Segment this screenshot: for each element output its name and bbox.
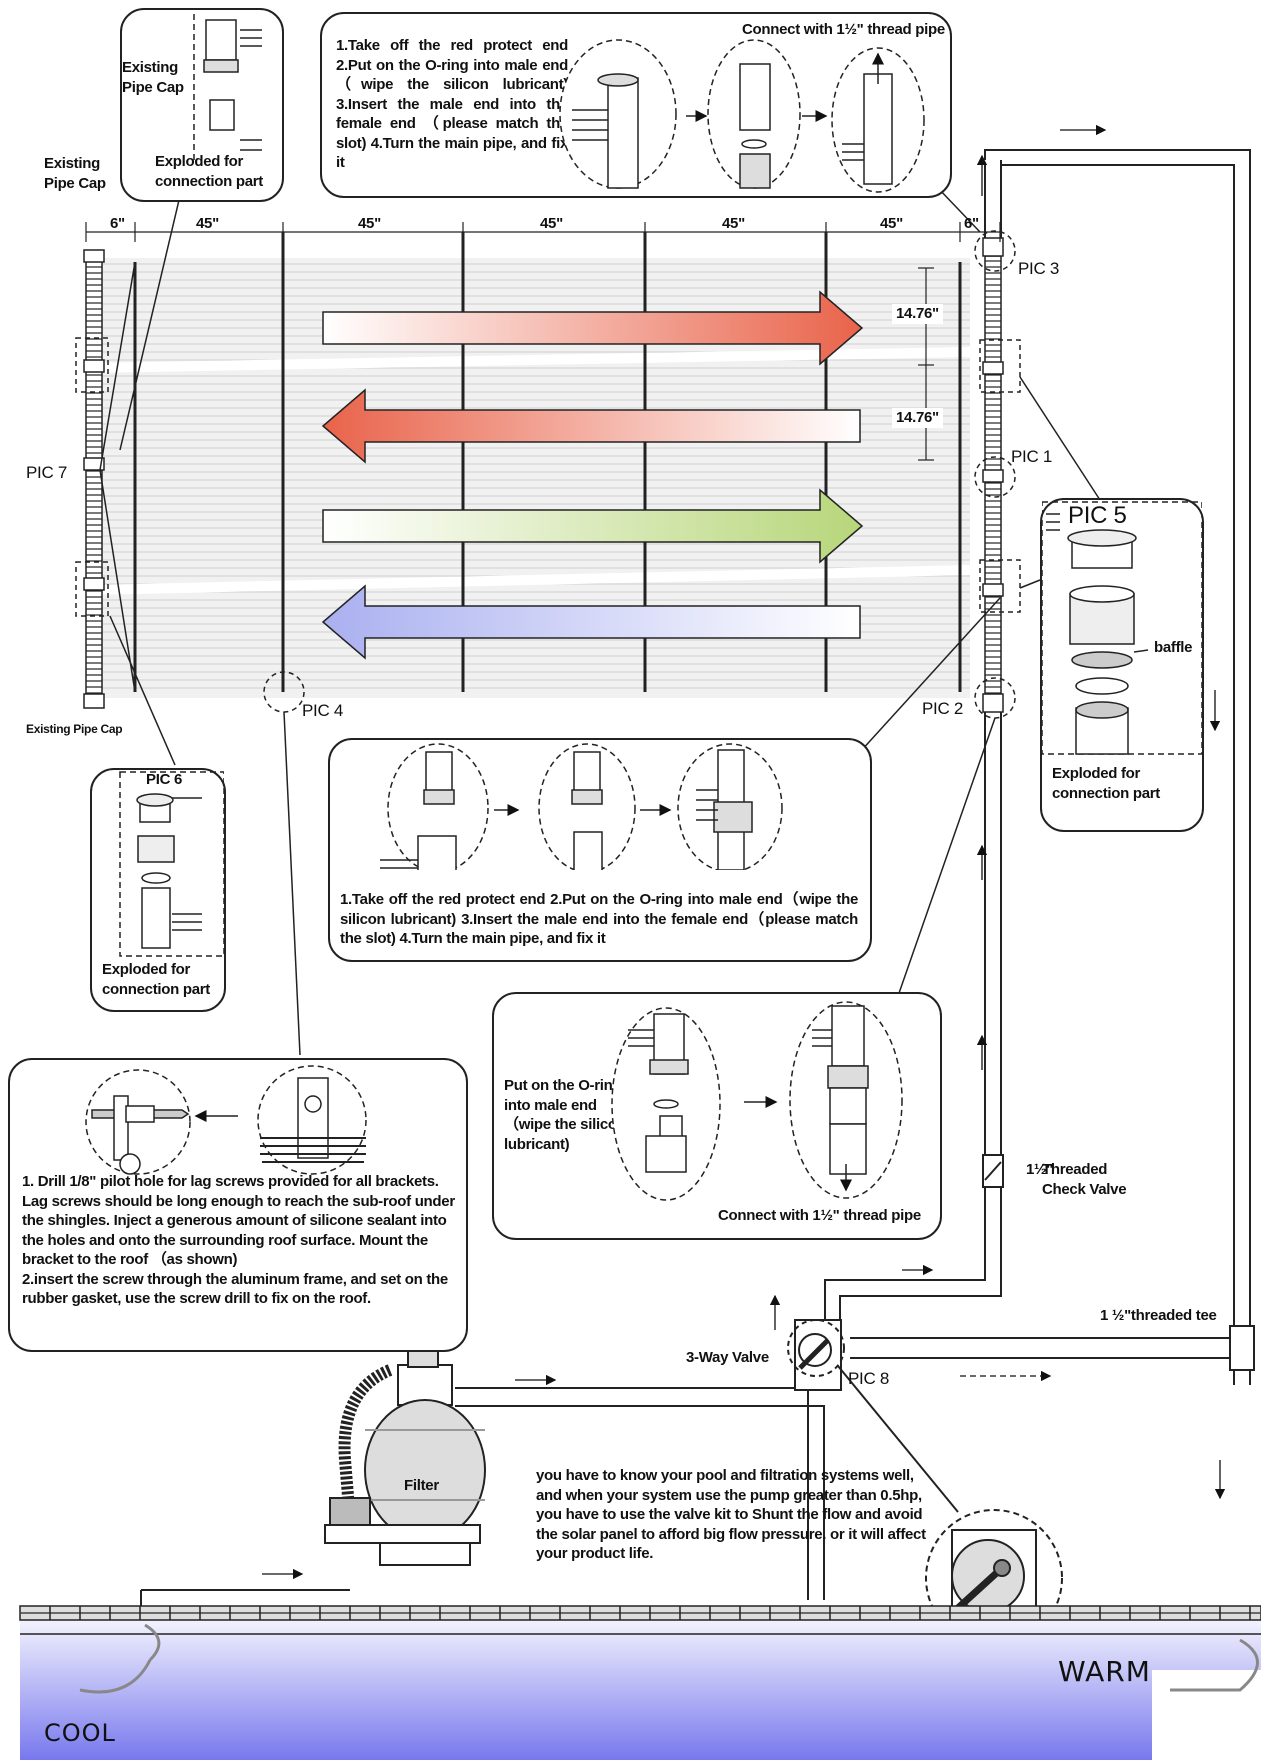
pic1-callout: 1.Take off the red protect end 2.Put on … [328,738,872,962]
spacing-label-4: 45" [722,215,745,232]
pic3-label: PIC 3 [1018,259,1060,278]
pic3-callout: 1.Take off the red protect end 2.Put on … [320,12,952,198]
pic7-marker-top [75,337,109,393]
filter-pump [324,1323,486,1566]
pic2-oring-text: Put on the O-ring into male end（wipe the… [504,1077,626,1153]
warm-label: WARM [1058,1655,1151,1688]
pic1-steps: 1.Take off the red protect end 2.Put on … [340,891,858,947]
pic8-label: PIC 8 [848,1369,890,1388]
pic5-marker-top [979,339,1021,393]
right-header-pipe [982,237,1004,713]
pic2-connect-label: Connect with 1½" thread pipe [718,1207,921,1224]
warm-arrow [1170,1638,1259,1692]
pic4-bracket-illustration [85,1065,367,1175]
exploded-pic5-label: Exploded for connection part [1052,765,1161,802]
pic2-callout: Put on the O-ring into male end（wipe the… [492,992,942,1240]
valve-note: you have to know your pool and filtratio… [536,1467,926,1562]
pic7-label: PIC 7 [26,463,68,482]
exploded-top-label: Exploded for connection part [155,153,264,190]
pic5-label: PIC 5 [1068,502,1127,529]
pic6-exploded-illustration [119,771,224,957]
exploded-pic6-label: Exploded for connection part [102,961,211,998]
existing-pipe-cap-left-label: Existing Pipe Cap [44,155,106,192]
pic4-steps: 1. Drill 1/8" pilot hole for lag screws … [22,1173,455,1307]
pic3-steps: 1.Take off the red protect end 2.Put on … [336,37,568,171]
pic5-marker-bottom [979,559,1021,613]
pool [19,1605,1261,1760]
filter-label: Filter [404,1477,439,1494]
baffle-label: baffle [1154,639,1193,656]
solar-panel [75,222,1021,719]
pic3-marker [974,230,1016,272]
pic4-callout: 1. Drill 1/8" pilot hole for lag screws … [8,1058,468,1352]
spacing-label-2: 45" [358,215,381,232]
threaded-tee-label: 1 ½"threaded tee [1100,1307,1217,1324]
cool-arrow [79,1623,161,1694]
pic7-marker-bottom [75,561,109,617]
spacing-label-1: 45" [196,215,219,232]
height-label-1: 14.76" [892,304,943,324]
pic5-callout: PIC 5 baffle Exploded for connection par… [1040,498,1204,832]
cool-label: COOL [44,1719,116,1747]
three-way-valve [787,1319,845,1391]
threaded-tee [1229,1325,1255,1371]
existing-pipe-cap-bottom-label: Existing Pipe Cap [26,722,123,736]
height-label-2: 14.76" [892,408,943,428]
spacing-label-5: 45" [880,215,903,232]
pic6-label: PIC 6 [146,771,183,788]
pic6-callout: PIC 6 Exploded for connection part [90,768,226,1012]
support-straps [99,232,962,693]
existing-pipe-cap-top-label: Existing Pipe Cap [122,59,184,96]
flow-arrow-1 [322,290,864,366]
check-valve-label: Threaded Check Valve [1042,1161,1127,1198]
pic5-exploded-illustration [1042,501,1202,755]
pic3-connect-label: Connect with 1½" thread pipe [742,21,945,38]
flow-direction-arrows [262,124,1226,1580]
flow-arrow-2 [321,388,861,464]
pic2-illustration [611,1001,903,1201]
pic4-label: PIC 4 [302,701,344,720]
flow-arrow-3 [322,488,864,564]
pic1-marker [974,456,1016,498]
check-valve-size: 1½" [1026,1161,1054,1178]
three-way-valve-label: 3-Way Valve [686,1349,769,1366]
pic1-steps-illustration [380,743,783,870]
spacing-label-0: 6" [110,215,125,232]
existing-pipe-cap-illustration [193,14,262,160]
spacing-label-6: 6" [964,215,979,232]
spacing-label-3: 45" [540,215,563,232]
pic2-label: PIC 2 [922,699,964,718]
left-header-pipe [83,249,105,709]
flow-arrow-4 [321,584,861,660]
pic1-label: PIC 1 [1011,447,1053,466]
dimension-line [85,222,1001,461]
callout-top-left [120,8,284,202]
